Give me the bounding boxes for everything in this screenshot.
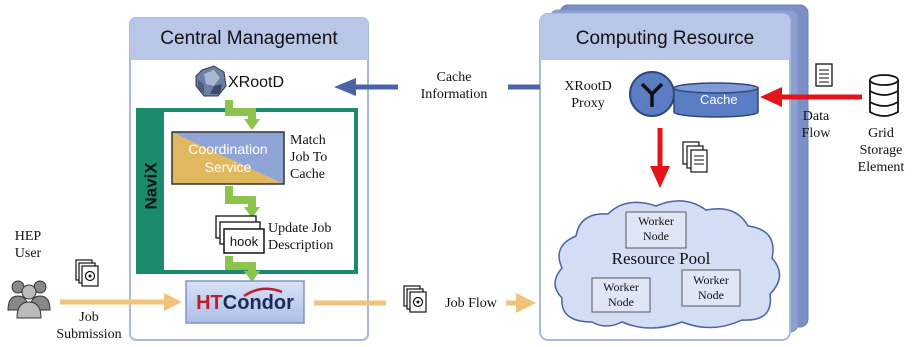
coordination-service-box: [171, 131, 285, 185]
computing-resource-title: Computing Resource: [575, 28, 755, 49]
green-arrow-hook-to-htcondor: [225, 256, 260, 282]
htcondor-condor: Condor: [222, 292, 294, 314]
cache-cylinder-icon: [673, 82, 759, 118]
xrootd-logo-icon: [195, 65, 227, 97]
xrootd-proxy-icon: [629, 71, 675, 117]
htcondor-box: [185, 280, 305, 324]
update-job-description-label: Update Job Description: [268, 221, 334, 253]
worker-node-label: Worker Node: [603, 280, 639, 309]
coordination-service-label: Coordination Service: [188, 141, 268, 175]
worker-node-box: [681, 269, 741, 307]
job-flow-arrow: [314, 293, 536, 313]
green-arrow-xrootd-to-coordination: [225, 100, 260, 130]
proxy-to-pool-arrow: [650, 128, 670, 188]
worker-node-box: [625, 211, 687, 249]
green-arrow-coordination-to-hook: [225, 186, 260, 218]
hook-label: hook: [229, 234, 259, 249]
job-flow-documents-icon: [403, 285, 427, 313]
navix-label: NaviX: [141, 162, 161, 210]
cache-information-arrow: [334, 78, 540, 96]
htcondor-ht: HT: [196, 292, 223, 314]
job-flow-label: Job Flow: [445, 296, 497, 311]
match-job-to-cache-label: Match Job To Cache: [290, 133, 328, 182]
htcondor-logo: HTCondor: [186, 291, 304, 315]
database-icon: [869, 74, 899, 117]
hep-user-icon: [7, 280, 51, 319]
worker-node-box: [591, 277, 651, 313]
worker-node-label: Worker Node: [693, 273, 729, 302]
worker-node-label: Worker Node: [638, 214, 674, 243]
central-management-title: Central Management: [160, 28, 338, 49]
data-documents-icon: [682, 141, 708, 173]
resource-pool-label: Resource Pool: [611, 249, 711, 268]
cache-information-label: Cache Information: [420, 70, 488, 102]
cache-label: Cache: [700, 92, 738, 107]
job-submission-label: Job Submission: [56, 310, 122, 342]
hep-user-label: HEP User: [14, 229, 42, 261]
data-flow-arrow: [760, 87, 862, 107]
data-flow-label: Data Flow: [801, 109, 831, 141]
grid-storage-element-label: Grid Storage Element: [857, 126, 905, 175]
hook-document-icon: [215, 215, 265, 254]
document-icon: [815, 63, 833, 87]
job-submission-documents-icon: [75, 259, 99, 287]
xrootd-proxy-label: XRootD Proxy: [564, 79, 612, 111]
xrootd-label: XRootD: [228, 74, 285, 91]
job-submission-arrow: [60, 293, 182, 311]
